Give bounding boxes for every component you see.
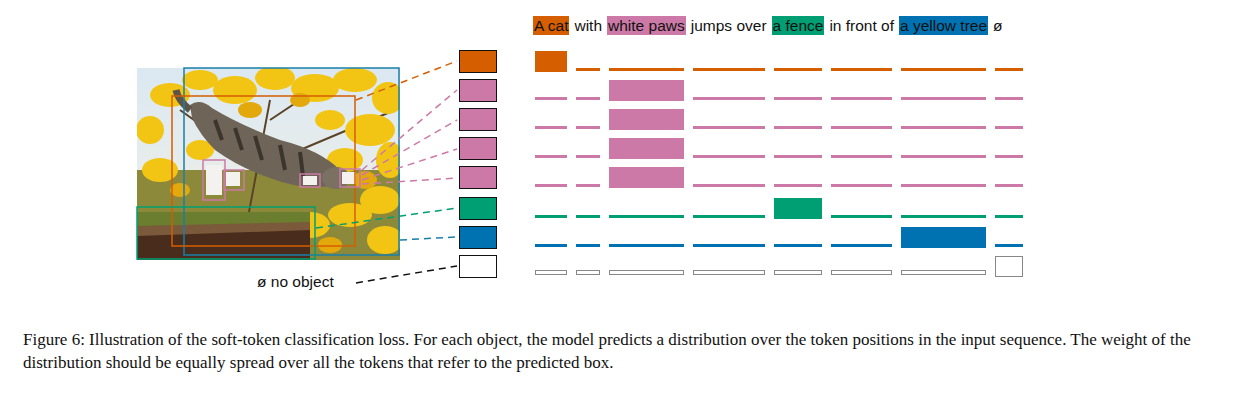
probability-bar — [535, 155, 567, 158]
probability-bar — [576, 215, 600, 218]
probability-bar — [774, 198, 822, 219]
phrase-text: a fence — [773, 17, 824, 34]
probability-bar — [901, 126, 986, 129]
probability-bar — [576, 270, 600, 275]
probability-bar — [609, 270, 684, 275]
probability-bar — [535, 244, 567, 247]
probability-bar — [774, 270, 822, 275]
leader-lines — [316, 61, 457, 283]
probability-bar — [831, 184, 892, 187]
query-squares — [460, 51, 497, 278]
probability-bar — [831, 68, 892, 71]
token-word: jumps over — [691, 17, 767, 35]
probability-bar — [693, 68, 765, 71]
probability-bar — [995, 155, 1023, 158]
probability-bar — [995, 126, 1023, 129]
phrase-text: white paws — [608, 17, 685, 34]
probability-bar — [774, 68, 822, 71]
probability-bar — [831, 155, 892, 158]
probability-bar — [995, 184, 1023, 187]
probability-bar — [901, 97, 986, 100]
probability-bar — [901, 184, 986, 187]
probability-bar — [576, 155, 600, 158]
probability-bar — [995, 256, 1023, 277]
probability-bar — [774, 155, 822, 158]
probability-bar — [535, 126, 567, 129]
bounding-boxes — [137, 68, 399, 259]
probability-bar — [693, 244, 765, 247]
probability-bar — [774, 244, 822, 247]
token-word: ø — [993, 17, 1002, 35]
phrase-highlight: a fence — [772, 16, 825, 35]
caption-text: Figure 6: Illustration of the soft-token… — [23, 330, 1191, 372]
probability-bar — [774, 97, 822, 100]
probability-bar — [901, 155, 986, 158]
probability-bar — [831, 97, 892, 100]
figure-caption: Figure 6: Illustration of the soft-token… — [23, 328, 1223, 374]
probability-bar — [995, 97, 1023, 100]
probability-bar — [901, 227, 986, 248]
phrase-highlight: a yellow tree — [899, 16, 988, 35]
probability-bar — [535, 97, 567, 100]
probability-bar — [901, 68, 986, 71]
probability-bar — [576, 68, 600, 71]
input-sentence: A cat with white paws jumps over a fence in f… — [533, 16, 1008, 35]
probability-bar — [831, 126, 892, 129]
probability-bar — [995, 244, 1023, 247]
probability-bar — [576, 244, 600, 247]
probability-bar — [774, 184, 822, 187]
probability-bar — [831, 244, 892, 247]
no-object-label: ø no object — [257, 273, 334, 291]
probability-bar — [609, 80, 684, 101]
probability-bar — [693, 126, 765, 129]
probability-bar — [831, 270, 892, 275]
probability-bar — [535, 215, 567, 218]
no-object-text: ø no object — [257, 273, 334, 290]
probability-bar — [535, 270, 567, 275]
probability-bar — [535, 184, 567, 187]
fence — [137, 212, 310, 260]
probability-bar — [576, 97, 600, 100]
probability-bar — [609, 244, 684, 247]
probability-bar — [609, 215, 684, 218]
phrase-text: a yellow tree — [900, 17, 987, 34]
probability-bar — [774, 126, 822, 129]
probability-bar — [576, 126, 600, 129]
probability-bar — [609, 68, 684, 71]
probability-bar — [693, 155, 765, 158]
probability-bar — [535, 51, 567, 72]
probability-bar — [995, 215, 1023, 218]
probability-bar — [901, 215, 986, 218]
probability-bar — [693, 215, 765, 218]
probability-bar — [609, 167, 684, 188]
probability-bar — [693, 97, 765, 100]
phrase-highlight: A cat — [533, 16, 569, 35]
probability-bar — [693, 184, 765, 187]
probability-bar — [901, 270, 986, 275]
probability-bar — [576, 184, 600, 187]
probability-bar — [609, 109, 684, 130]
phrase-text: A cat — [534, 17, 568, 34]
token-word: in front of — [829, 17, 894, 35]
token-word: with — [574, 17, 602, 35]
probability-bar — [693, 270, 765, 275]
probability-bar — [831, 215, 892, 218]
photo — [137, 68, 400, 260]
probability-bar — [995, 68, 1023, 71]
phrase-highlight: white paws — [607, 16, 686, 35]
probability-bar — [609, 138, 684, 159]
